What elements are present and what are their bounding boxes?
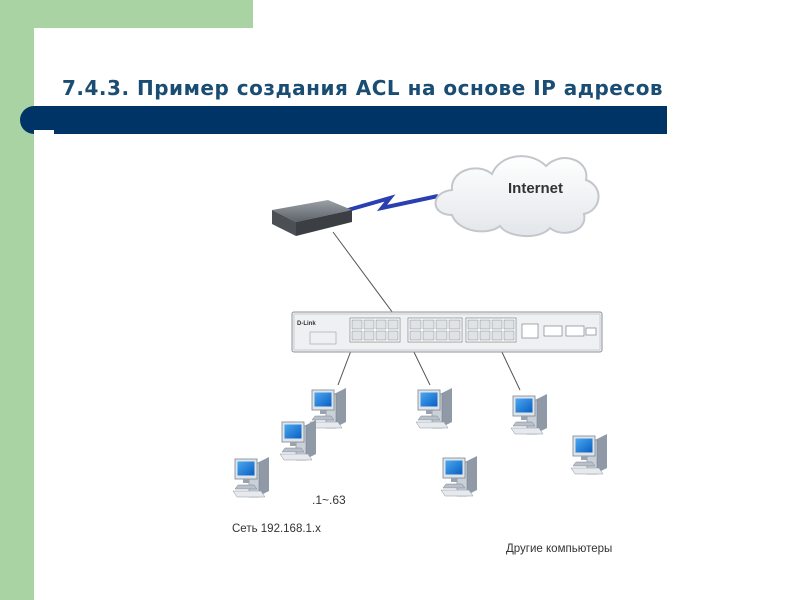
computer-icon xyxy=(510,393,548,435)
wireless-link-bolt xyxy=(347,194,439,212)
computer-icon xyxy=(440,455,478,497)
decor-side-band xyxy=(0,0,34,600)
computer-icon xyxy=(415,387,453,429)
decor-top-band xyxy=(0,0,253,28)
cable-switch-pc-2 xyxy=(411,347,431,386)
computer-icon xyxy=(570,433,608,475)
title-bar-notch xyxy=(34,130,54,134)
slide-title: 7.4.3. Пример создания ACL на основе IP … xyxy=(62,76,664,100)
computer-icon xyxy=(279,419,317,461)
cable-switch-pc-1 xyxy=(337,347,353,386)
switch-icon xyxy=(291,311,603,353)
network-label: Сеть 192.168.1.x xyxy=(232,523,321,535)
other-computers-label: Другие компьютеры xyxy=(506,543,612,555)
internet-cloud-icon xyxy=(434,155,600,237)
ip-range-label: .1~.63 xyxy=(312,493,346,507)
title-underline-bar xyxy=(20,106,667,134)
cable-switch-pc-3 xyxy=(499,347,521,391)
computer-icon xyxy=(232,456,270,498)
internet-label: Internet xyxy=(508,180,563,197)
router-icon xyxy=(272,200,352,236)
switch-brand-label: D-Link xyxy=(297,321,316,327)
